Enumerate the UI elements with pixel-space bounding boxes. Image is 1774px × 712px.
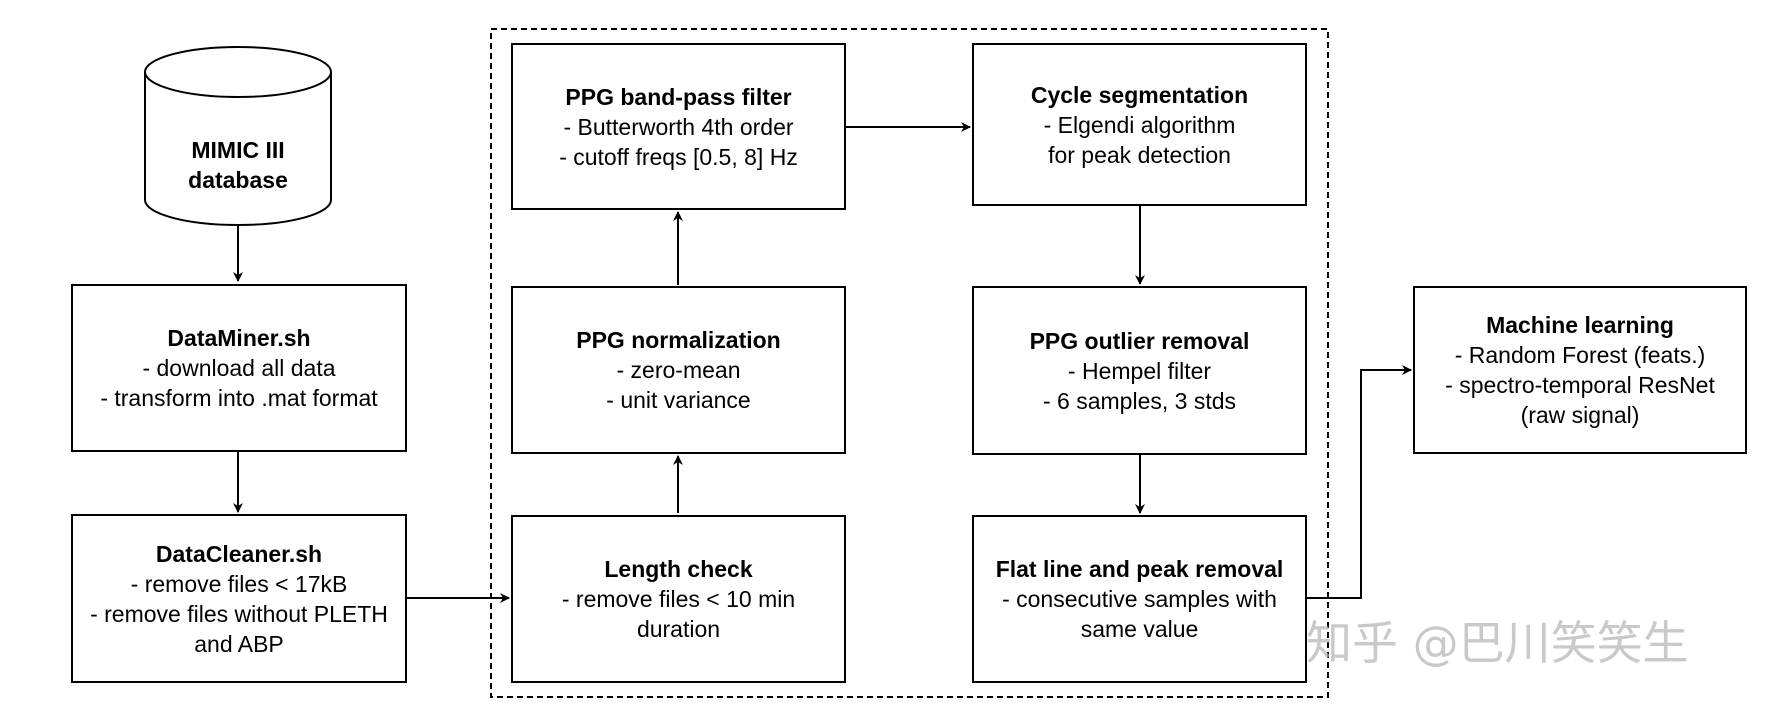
outlier-line-2: - 6 samples, 3 stds bbox=[1042, 387, 1237, 414]
database-label: MIMIC III database bbox=[145, 120, 331, 210]
segmentation-line-2: for peak detection bbox=[1048, 141, 1231, 168]
datacleaner-line-2: - remove files without PLETH bbox=[90, 600, 388, 627]
flatline-box: Flat line and peak removal - consecutive… bbox=[972, 515, 1307, 683]
datacleaner-box: DataCleaner.sh - remove files < 17kB - r… bbox=[71, 514, 407, 683]
database-label-line-2: database bbox=[188, 167, 288, 193]
length-check-title: Length check bbox=[604, 556, 753, 582]
normalization-line-1: - zero-mean bbox=[616, 357, 741, 383]
database-icon bbox=[144, 46, 332, 226]
length-check-line-2: duration bbox=[636, 616, 721, 642]
segmentation-line-1: - Elgendi algorithm bbox=[1043, 111, 1236, 138]
ml-box: Machine learning - Random Forest (feats.… bbox=[1413, 286, 1747, 454]
ml-line-3: (raw signal) bbox=[1520, 402, 1640, 428]
normalization-title: PPG normalization bbox=[576, 327, 781, 353]
watermark-text: 知乎 @巴川笑笑生 bbox=[1306, 616, 1689, 670]
dataminer-box: DataMiner.sh - download all data - trans… bbox=[71, 284, 407, 452]
arrow-flatline-to-ml bbox=[1307, 365, 1412, 599]
bandpass-box: PPG band-pass filter - Butterworth 4th o… bbox=[511, 43, 846, 210]
bandpass-title: PPG band-pass filter bbox=[565, 83, 792, 110]
bandpass-line-2: - cutoff freqs [0.5, 8] Hz bbox=[559, 143, 798, 170]
flatline-line-1: - consecutive samples with bbox=[1002, 586, 1277, 612]
normalization-line-2: - unit variance bbox=[606, 387, 751, 413]
bandpass-line-1: - Butterworth 4th order bbox=[563, 113, 794, 140]
flatline-line-2: same value bbox=[1080, 616, 1199, 642]
outlier-title: PPG outlier removal bbox=[1029, 327, 1250, 354]
dataminer-line-2: - transform into .mat format bbox=[100, 385, 378, 411]
outlier-box: PPG outlier removal - Hempel filter - 6 … bbox=[972, 286, 1307, 455]
outlier-line-1: - Hempel filter bbox=[1067, 357, 1212, 384]
ml-line-1: - Random Forest (feats.) bbox=[1454, 342, 1706, 368]
ml-title: Machine learning bbox=[1486, 312, 1674, 338]
normalization-box: PPG normalization - zero-mean - unit var… bbox=[511, 286, 846, 454]
datacleaner-title: DataCleaner.sh bbox=[155, 540, 323, 567]
datacleaner-line-1: - remove files < 17kB bbox=[130, 570, 348, 597]
flatline-title: Flat line and peak removal bbox=[995, 556, 1284, 582]
segmentation-title: Cycle segmentation bbox=[1030, 81, 1249, 108]
segmentation-box: Cycle segmentation - Elgendi algorithm f… bbox=[972, 43, 1307, 206]
database-label-line-1: MIMIC III bbox=[191, 137, 285, 163]
processing-group-border bbox=[490, 28, 1329, 698]
dataminer-line-1: - download all data bbox=[142, 355, 336, 381]
ml-line-2: - spectro-temporal ResNet bbox=[1445, 372, 1715, 398]
datacleaner-line-3: and ABP bbox=[194, 630, 284, 657]
length-check-line-1: - remove files < 10 min bbox=[561, 586, 796, 612]
dataminer-title: DataMiner.sh bbox=[167, 325, 311, 351]
length-check-box: Length check - remove files < 10 min dur… bbox=[511, 515, 846, 683]
